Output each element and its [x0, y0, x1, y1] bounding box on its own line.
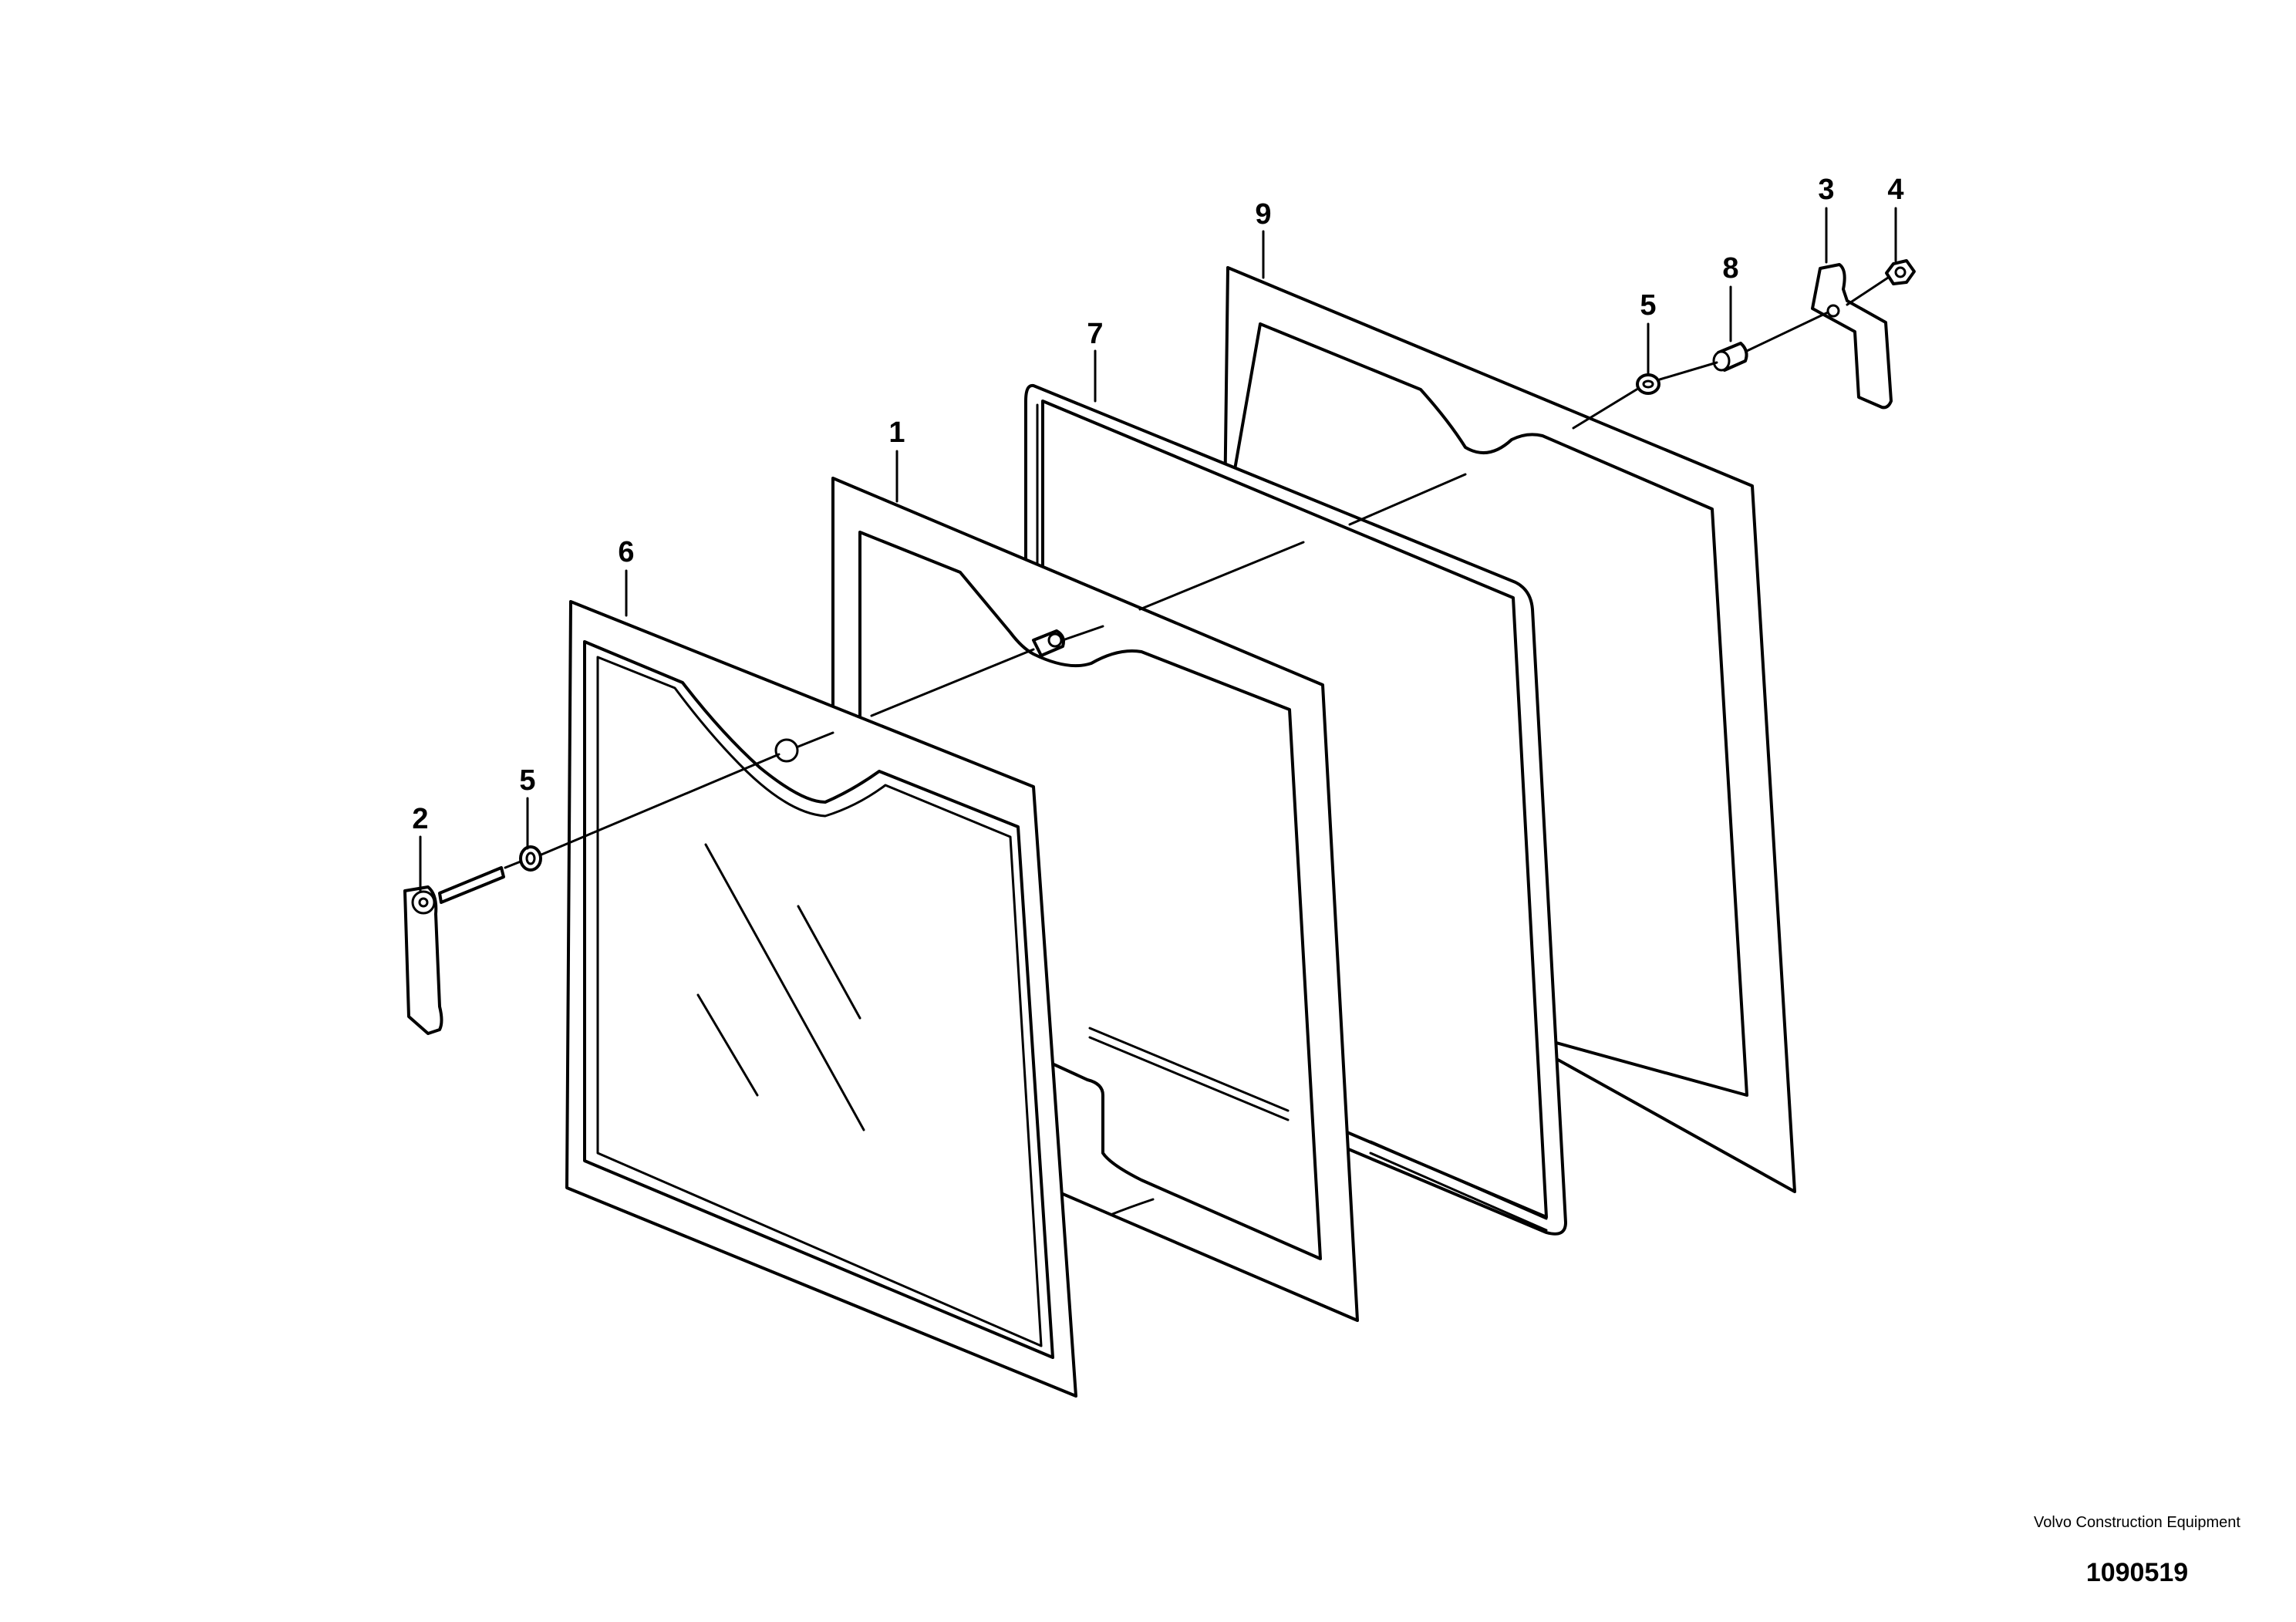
part-5-washer-right — [1636, 373, 1660, 395]
part-2-handle — [403, 866, 505, 1035]
part-3-latch-bracket — [1811, 263, 1893, 410]
footer-company-name: Volvo Construction Equipment — [2034, 1514, 2240, 1531]
svg-text:8: 8 — [1722, 252, 1738, 285]
svg-text:7: 7 — [1087, 318, 1103, 350]
part-4-nut — [1885, 259, 1916, 285]
callout-9: 9 — [1255, 198, 1272, 279]
svg-text:1: 1 — [888, 416, 905, 449]
svg-text:2: 2 — [412, 803, 428, 835]
svg-text:4: 4 — [1887, 174, 1903, 206]
callout-3: 3 — [1818, 174, 1835, 264]
svg-text:6: 6 — [618, 536, 634, 568]
assembly-axis-lines — [504, 276, 1890, 869]
part-6-glass-pane — [565, 600, 1077, 1398]
callout-4: 4 — [1887, 174, 1904, 262]
pin-bushing — [1032, 629, 1065, 657]
part-8-spacer — [1712, 342, 1748, 372]
part-5-washer-left — [519, 845, 542, 872]
callout-2: 2 — [412, 803, 429, 892]
callout-6: 6 — [618, 536, 635, 617]
svg-text:5: 5 — [1640, 289, 1656, 322]
footer-drawing-id: 1090519 — [2085, 1558, 2189, 1587]
callout-8: 8 — [1722, 252, 1739, 342]
callout-5-left: 5 — [519, 764, 536, 850]
svg-text:3: 3 — [1818, 174, 1834, 206]
callout-7: 7 — [1087, 318, 1104, 403]
svg-text:9: 9 — [1255, 198, 1271, 231]
callout-1: 1 — [888, 416, 905, 503]
callout-5-right: 5 — [1640, 289, 1657, 375]
svg-text:5: 5 — [519, 764, 535, 797]
